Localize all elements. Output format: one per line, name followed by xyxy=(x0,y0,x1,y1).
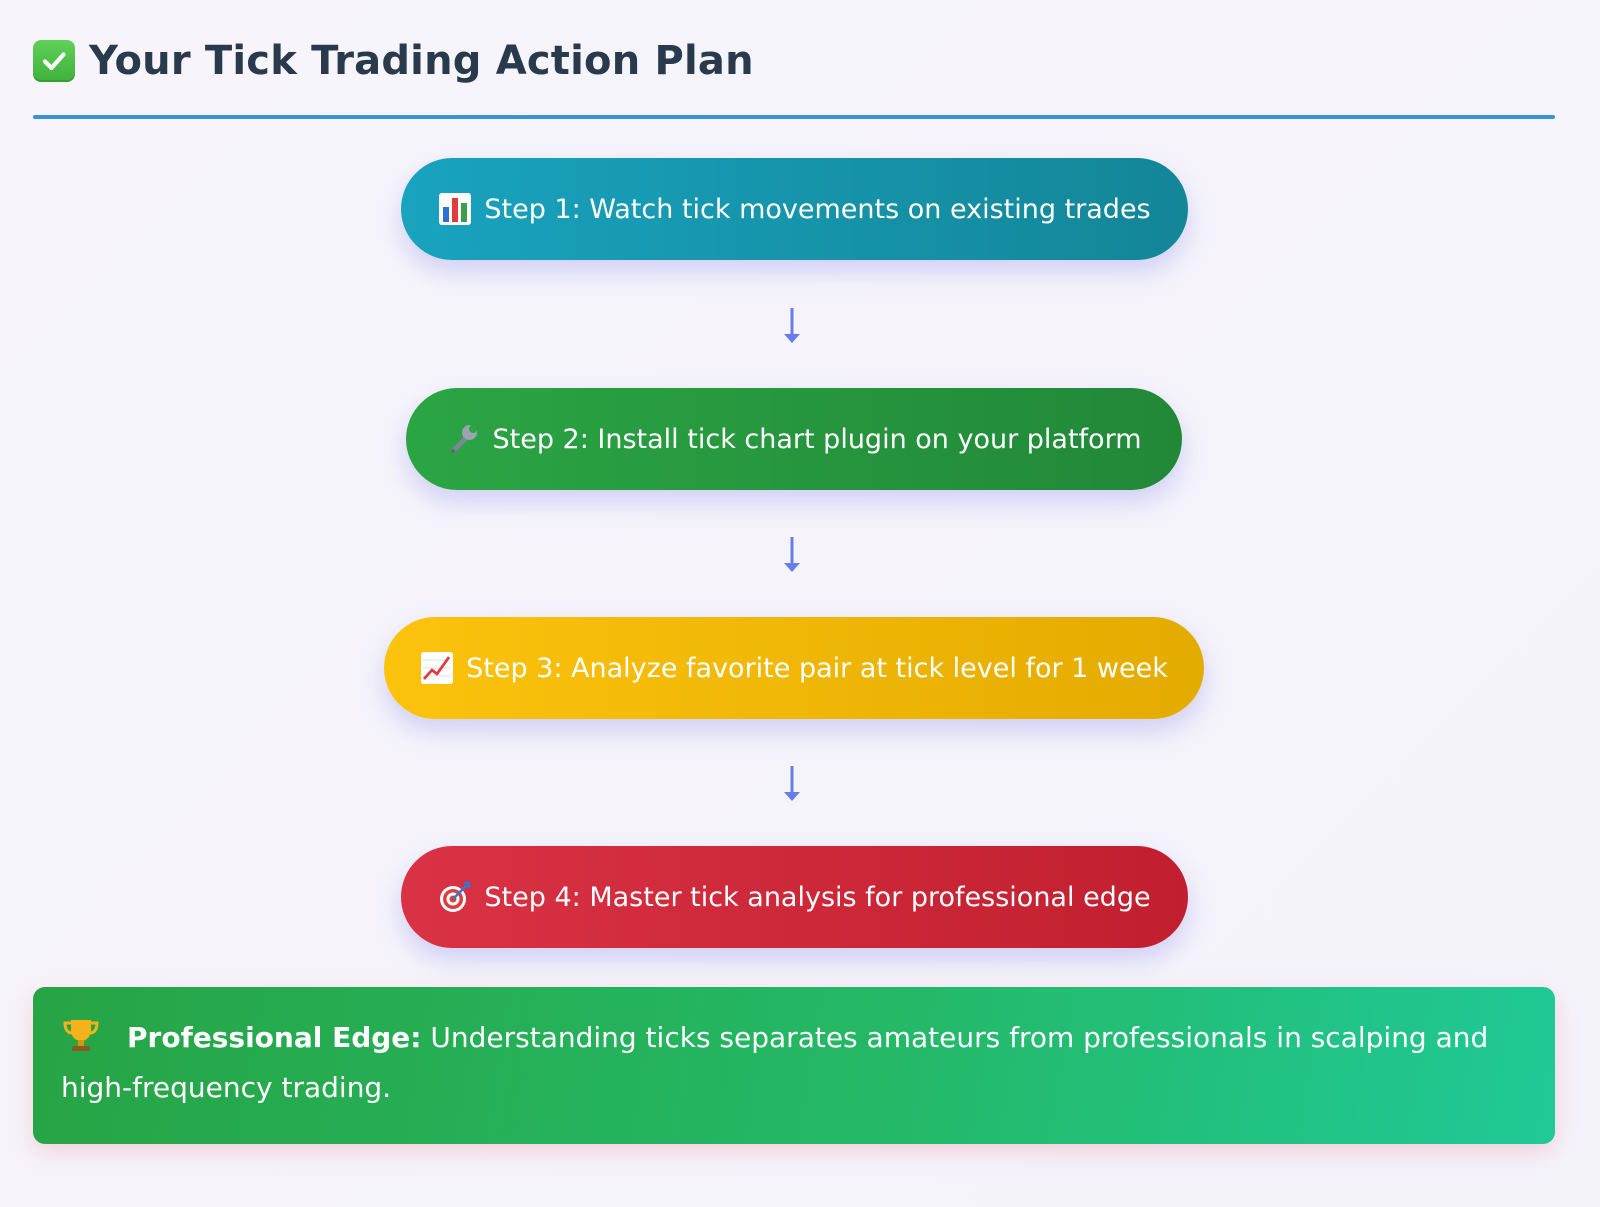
step-1-label: Step 1: Watch tick movements on existing… xyxy=(484,193,1151,225)
professional-edge-callout: Professional Edge: Understanding ticks s… xyxy=(33,987,1555,1144)
arrow-down-icon xyxy=(784,308,800,343)
chart-increasing-icon xyxy=(420,651,454,685)
step-3-pill: Step 3: Analyze favorite pair at tick le… xyxy=(384,617,1204,719)
step-4-label: Step 4: Master tick analysis for profess… xyxy=(484,881,1151,913)
target-icon xyxy=(438,880,472,914)
arrow-down-icon xyxy=(784,537,800,572)
connector-arrow-3 xyxy=(780,764,804,804)
arrow-down-icon xyxy=(784,766,800,801)
edge-label: Professional Edge: xyxy=(127,1021,422,1054)
page-title: Your Tick Trading Action Plan xyxy=(89,38,754,84)
title-divider xyxy=(33,115,1555,119)
edge-text: Understanding ticks separates amateurs f… xyxy=(61,1021,1489,1104)
wrench-icon xyxy=(446,422,480,456)
step-2-pill: Step 2: Install tick chart plugin on you… xyxy=(406,388,1182,490)
step-4-pill: Step 4: Master tick analysis for profess… xyxy=(401,846,1188,948)
connector-arrow-2 xyxy=(780,535,804,575)
connector-arrow-1 xyxy=(780,306,804,346)
check-mark-icon xyxy=(33,40,75,82)
step-2-label: Step 2: Install tick chart plugin on you… xyxy=(492,423,1142,455)
bar-chart-icon xyxy=(438,192,472,226)
step-3-label: Step 3: Analyze favorite pair at tick le… xyxy=(466,652,1168,684)
trophy-icon xyxy=(61,1015,101,1055)
step-1-pill: Step 1: Watch tick movements on existing… xyxy=(401,158,1188,260)
page-header: Your Tick Trading Action Plan xyxy=(33,38,754,84)
